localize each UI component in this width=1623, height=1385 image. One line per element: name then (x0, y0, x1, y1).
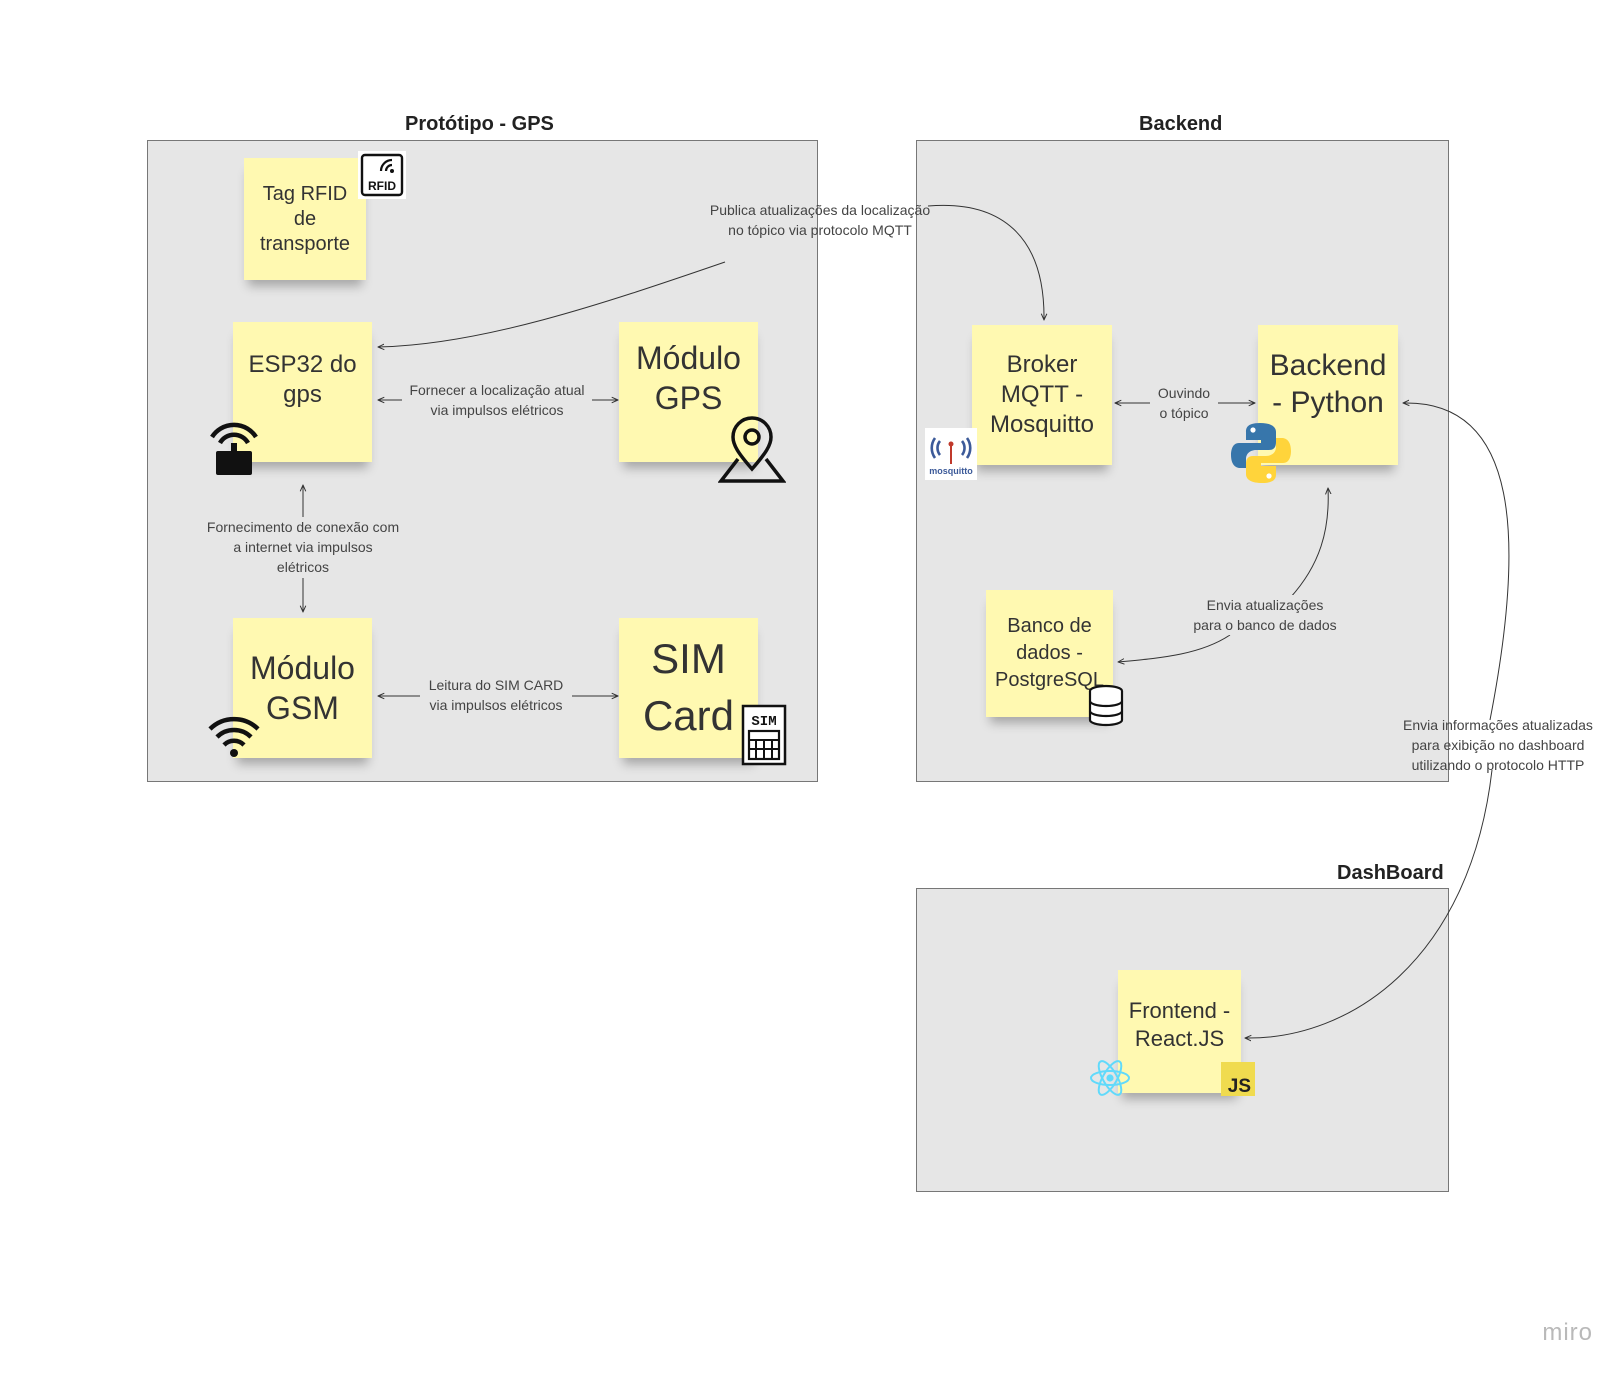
edge-label-gps-location: Fornecer a localização atual via impulso… (402, 380, 592, 420)
svg-text:SIM: SIM (751, 714, 776, 730)
frame-title-dashboard: DashBoard (1337, 862, 1444, 884)
wifi-icon (208, 715, 260, 757)
svg-text:JS: JS (1228, 1076, 1251, 1096)
edge-label-http-updates: Envia informações atualizadas para exibi… (1403, 717, 1593, 773)
edge-label-sim-reading: Leitura do SIM CARD via impulsos elétric… (420, 675, 572, 715)
rfid-icon: RFID (358, 151, 406, 199)
react-logo (1088, 1058, 1132, 1098)
edge-label-publish: Publica atualizações da localização no t… (709, 202, 931, 238)
frame-title-prototype: Protótipo - GPS (405, 113, 554, 135)
note-broker[interactable]: Broker MQTT - Mosquitto (972, 325, 1112, 465)
note-sim-card[interactable]: SIM Card (619, 618, 758, 758)
note-esp32[interactable]: ESP32 do gps (233, 322, 372, 462)
svg-text:RFID: RFID (368, 179, 396, 193)
python-logo (1228, 420, 1294, 486)
frame-title-backend: Backend (1139, 113, 1223, 135)
svg-text:mosquitto: mosquitto (929, 466, 973, 476)
note-frontend[interactable]: Frontend - React.JS (1118, 970, 1241, 1093)
database-icon (1087, 684, 1125, 728)
location-pin-icon (717, 415, 787, 483)
edge-publish-to-broker (927, 204, 1044, 320)
note-rfid-tag[interactable]: Tag RFID de transporte (244, 158, 366, 280)
router-icon (206, 415, 262, 477)
edge-label-db-updates: Envia atualizações para o banco de dados (1180, 595, 1350, 635)
javascript-logo: JS (1221, 1062, 1255, 1097)
edge-label-gsm-connection: Fornecimento de conexão com a internet v… (198, 517, 408, 577)
edge-label-listening: Ouvindo o tópico (1150, 383, 1218, 423)
note-gsm-module[interactable]: Módulo GSM (233, 618, 372, 758)
edge-publish-to-esp32 (378, 261, 726, 347)
miro-watermark: miro (1542, 1319, 1593, 1346)
sim-card-icon: SIM (740, 703, 788, 767)
mosquitto-logo: mosquitto (925, 428, 977, 480)
